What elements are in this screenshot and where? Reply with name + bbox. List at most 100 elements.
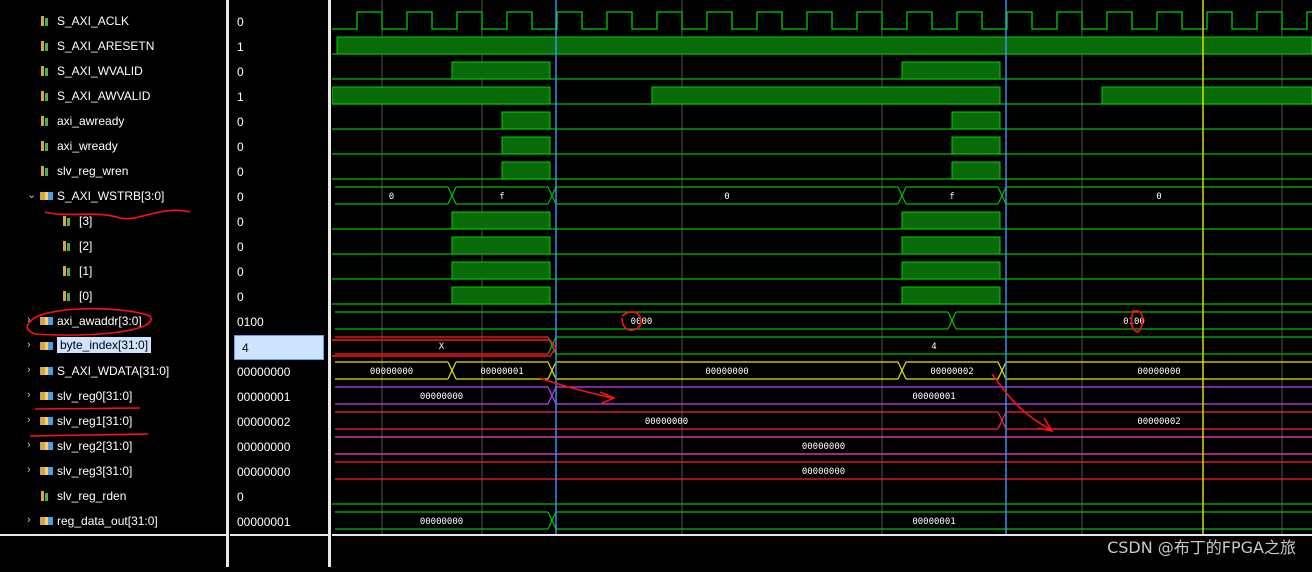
signal-row[interactable]: axi_wready	[0, 134, 226, 159]
hand-annotation	[34, 407, 141, 410]
chevron-right-icon[interactable]: ›	[27, 514, 31, 526]
bus-signal-icon	[40, 315, 53, 327]
hand-annotation	[991, 373, 1054, 433]
bus-value-label: f	[499, 192, 504, 202]
panel-divider-right[interactable]	[328, 0, 331, 567]
bus-signal-icon	[40, 415, 53, 427]
signal-row[interactable]: ›slv_reg0[31:0]	[0, 384, 226, 409]
bus-value-label: 00000000	[802, 467, 845, 477]
signal-name: reg_data_out[31:0]	[57, 514, 158, 528]
signal-value-text: 0	[237, 165, 244, 179]
bus-value-label: 00000002	[930, 367, 973, 377]
signal-row[interactable]: › slv_reg3[31:0]	[0, 459, 226, 484]
signal-value: 0	[230, 235, 328, 260]
signal-row[interactable]: [0]	[0, 284, 226, 309]
bit-high-pulse	[951, 161, 1001, 180]
signal-value-text: 00000002	[237, 415, 291, 429]
signal-row[interactable]: [1]	[0, 259, 226, 284]
signal-value: 00000000	[230, 460, 328, 485]
signal-name: slv_reg1[31:0]	[57, 414, 133, 428]
bit-high-pulse	[331, 86, 551, 105]
signal-value: 00000001	[230, 510, 328, 535]
signal-row[interactable]: ›S_AXI_WDATA[31:0]	[0, 359, 226, 384]
chevron-right-icon[interactable]: ›	[27, 464, 31, 476]
bit-high-pulse	[451, 286, 551, 305]
bus-value-label: 00000000	[645, 417, 688, 427]
signal-value-text: 0	[237, 240, 244, 254]
signal-name: [3]	[79, 214, 93, 228]
signal-value: 00000002	[230, 410, 328, 435]
hand-annotation	[332, 339, 557, 357]
chevron-right-icon[interactable]: ›	[27, 389, 31, 401]
chevron-right-icon[interactable]: ›	[27, 364, 31, 376]
chevron-right-icon[interactable]: ›	[27, 339, 31, 351]
clock-waveform	[332, 11, 1312, 30]
signal-name: byte_index[31:0]	[57, 337, 152, 353]
bit-high-pulse	[501, 111, 551, 130]
signal-row[interactable]: [3]	[0, 209, 226, 234]
bus-transition-mark	[997, 411, 1007, 430]
bit-high-pulse	[451, 261, 551, 280]
bus-signal-icon	[40, 365, 53, 377]
scalar-signal-icon	[62, 240, 74, 252]
signal-row[interactable]: › byte_index[31:0]	[0, 334, 226, 359]
signal-value: 0	[230, 485, 328, 510]
chevron-right-icon[interactable]: ›	[27, 314, 31, 326]
signal-row[interactable]: [2]	[0, 234, 226, 259]
signal-row[interactable]: › slv_reg2[31:0]	[0, 434, 226, 459]
chevron-right-icon[interactable]: ›	[27, 439, 31, 451]
bus-signal-icon	[40, 390, 53, 402]
bus-value-label: 00000000	[705, 367, 748, 377]
signal-name: slv_reg3[31:0]	[57, 464, 133, 478]
bus-value-label: 00000001	[912, 517, 955, 527]
signal-row[interactable]: slv_reg_rden	[0, 484, 226, 509]
bus-value-label: 00000000	[1137, 367, 1180, 377]
bus-signal-icon	[40, 515, 53, 527]
scalar-signal-icon	[62, 290, 74, 302]
signal-name: S_AXI_WVALID	[57, 64, 143, 78]
signal-row[interactable]: axi_awready	[0, 109, 226, 134]
signal-value: 0	[230, 135, 328, 160]
hand-annotation	[29, 433, 149, 437]
signal-name: axi_wready	[57, 139, 118, 153]
scalar-signal-icon	[40, 165, 52, 177]
signal-row[interactable]: slv_reg_wren	[0, 159, 226, 184]
signal-value: 0100	[230, 310, 328, 335]
bit-high-pulse	[901, 211, 1001, 230]
signal-row[interactable]: S_AXI_ARESETN	[0, 34, 226, 59]
signal-row[interactable]: S_AXI_ACLK	[0, 9, 226, 34]
bus-signal-icon	[40, 440, 53, 452]
signal-row[interactable]: S_AXI_WVALID	[0, 59, 226, 84]
panel-divider-left[interactable]	[226, 0, 229, 567]
scalar-signal-icon	[40, 140, 52, 152]
signal-value: 00000000	[230, 435, 328, 460]
bit-high-pulse	[1101, 86, 1312, 105]
signal-value-text: 1	[237, 40, 244, 54]
signal-value: 4	[234, 335, 324, 360]
signal-name: slv_reg2[31:0]	[57, 439, 133, 453]
chevron-down-icon[interactable]: ⌄	[27, 189, 37, 201]
bit-high-pulse	[901, 61, 1001, 80]
bus-value-label: 00000000	[802, 442, 845, 452]
signal-value: 00000000	[230, 360, 328, 385]
bit-high-pulse	[501, 161, 551, 180]
signal-row[interactable]: S_AXI_AWVALID	[0, 84, 226, 109]
bit-high-pulse	[901, 236, 1001, 255]
bit-high-pulse	[451, 236, 551, 255]
bus-value-label: 00000002	[1137, 417, 1180, 427]
signal-row[interactable]: ›axi_awaddr[3:0]	[0, 309, 226, 334]
signal-name: S_AXI_AWVALID	[57, 89, 151, 103]
scalar-signal-icon	[40, 490, 52, 502]
signal-row[interactable]: ⌄S_AXI_WSTRB[3:0]	[0, 184, 226, 209]
signal-row[interactable]: › reg_data_out[31:0]	[0, 509, 226, 534]
bit-high-pulse	[901, 286, 1001, 305]
signal-value-text: 0	[237, 290, 244, 304]
signal-value-text: 0	[237, 490, 244, 504]
bus-transition-mark	[897, 361, 907, 380]
chevron-right-icon[interactable]: ›	[27, 414, 31, 426]
signal-row[interactable]: › slv_reg1[31:0]	[0, 409, 226, 434]
hand-annotation	[1130, 309, 1144, 333]
bus-value-label: 00000001	[480, 367, 523, 377]
